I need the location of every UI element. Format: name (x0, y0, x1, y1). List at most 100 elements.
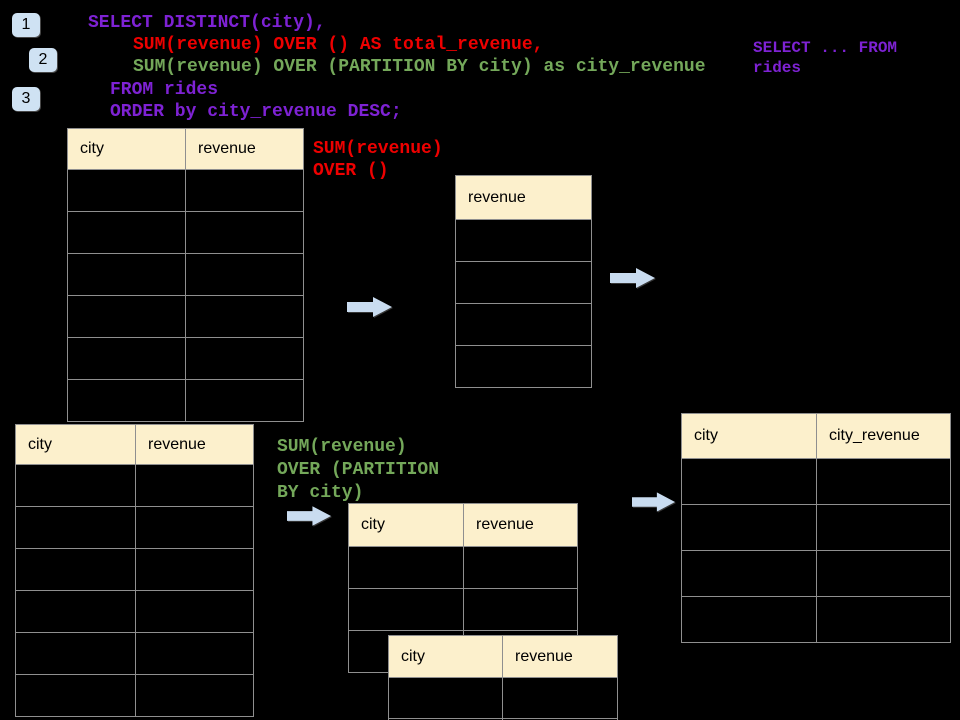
table-row (388, 677, 618, 719)
sql-line-from: FROM rides (110, 80, 219, 100)
table-cell (185, 337, 304, 380)
arrow-right-icon (347, 297, 392, 317)
table-row (67, 337, 304, 380)
table-cell (15, 464, 136, 507)
sql-line-partition: SUM(revenue) OVER (PARTITION BY city) as… (133, 57, 706, 77)
table-partition-overlay: city revenue (388, 635, 618, 720)
table-row (15, 506, 254, 549)
table-row (681, 550, 951, 597)
table-cell (463, 546, 578, 589)
step-badge-1-label: 1 (21, 16, 31, 33)
table-row (67, 211, 304, 254)
table-row (15, 464, 254, 507)
table-cell (185, 379, 304, 422)
arrow-right-icon (632, 492, 676, 512)
table-header-cell: city (348, 503, 464, 547)
sql-line-select: SELECT DISTINCT(city), (88, 13, 326, 33)
table-cell (185, 295, 304, 338)
total-annotation-line-2: OVER () (313, 161, 389, 181)
table-header-row: revenue (455, 175, 592, 220)
table-cell (185, 169, 304, 212)
table-cell (135, 548, 254, 591)
table-header-cell: revenue (135, 424, 254, 465)
side-note-line-2: rides (753, 59, 802, 77)
side-note-line-1: SELECT ... FROM (753, 39, 898, 57)
table-cell (67, 169, 186, 212)
table-row (681, 504, 951, 551)
table-header-row: city city_revenue (681, 413, 951, 459)
table-header-row: city revenue (348, 503, 578, 547)
table-row (15, 590, 254, 633)
step-badge-2-label: 2 (38, 51, 48, 68)
table-cell (455, 261, 592, 304)
arrow-right-icon (287, 506, 332, 526)
table-cell (816, 504, 951, 551)
table-row (455, 303, 592, 346)
table-row (15, 632, 254, 675)
table-row (67, 379, 304, 422)
table-header-cell: revenue (185, 128, 304, 170)
table-cell (135, 590, 254, 633)
table-cell (455, 303, 592, 346)
table-cell (348, 588, 464, 631)
table-cell (135, 464, 254, 507)
table-cell (135, 632, 254, 675)
table-cell (67, 253, 186, 296)
table-cell (502, 677, 618, 719)
table-row (15, 548, 254, 591)
table-cell (502, 718, 618, 720)
table-header-row: city revenue (388, 635, 618, 678)
table-cell (15, 674, 136, 717)
table-header-cell: city (15, 424, 136, 465)
table-cell (388, 677, 503, 719)
sql-line-total: SUM(revenue) OVER () AS total_revenue, (133, 35, 544, 55)
table-cell (15, 590, 136, 633)
table-cell (348, 546, 464, 589)
table-header-cell: city_revenue (816, 413, 951, 459)
table-cell (67, 379, 186, 422)
table-cell (681, 458, 817, 505)
table-cell (816, 458, 951, 505)
table-cell (15, 548, 136, 591)
step-badge-2: 2 (29, 48, 57, 72)
total-annotation-line-1: SUM(revenue) (313, 139, 443, 159)
table-row (388, 718, 618, 720)
table-cell (67, 337, 186, 380)
partition-annotation-line-2: OVER (PARTITION (277, 460, 440, 480)
table-cell (135, 506, 254, 549)
table-row (67, 295, 304, 338)
table-total-result: revenue (455, 175, 592, 388)
table-cell (15, 506, 136, 549)
table-header-cell: city (681, 413, 817, 459)
table-cell (67, 295, 186, 338)
table-row (681, 458, 951, 505)
table-city-revenue-result: city city_revenue (681, 413, 951, 643)
table-row (15, 674, 254, 717)
arrow-right-icon (610, 268, 655, 288)
table-header-cell: revenue (463, 503, 578, 547)
table-row (681, 596, 951, 643)
partition-annotation-line-1: SUM(revenue) (277, 437, 407, 457)
table-header-row: city revenue (67, 128, 304, 170)
table-row (455, 219, 592, 262)
table-cell (135, 674, 254, 717)
table-source-bottom: city revenue (15, 424, 254, 717)
table-cell (463, 588, 578, 631)
step-badge-1: 1 (12, 13, 40, 37)
table-header-row: city revenue (15, 424, 254, 465)
table-cell (455, 345, 592, 388)
table-header-cell: revenue (455, 175, 592, 220)
table-header-cell: city (388, 635, 503, 678)
table-row (348, 546, 578, 589)
table-cell (816, 596, 951, 643)
table-row (455, 345, 592, 388)
table-row (455, 261, 592, 304)
table-header-cell: city (67, 128, 186, 170)
table-cell (681, 504, 817, 551)
table-cell (816, 550, 951, 597)
partition-annotation-line-3: BY city) (277, 483, 364, 503)
table-row (67, 169, 304, 212)
table-cell (455, 219, 592, 262)
table-cell (185, 211, 304, 254)
